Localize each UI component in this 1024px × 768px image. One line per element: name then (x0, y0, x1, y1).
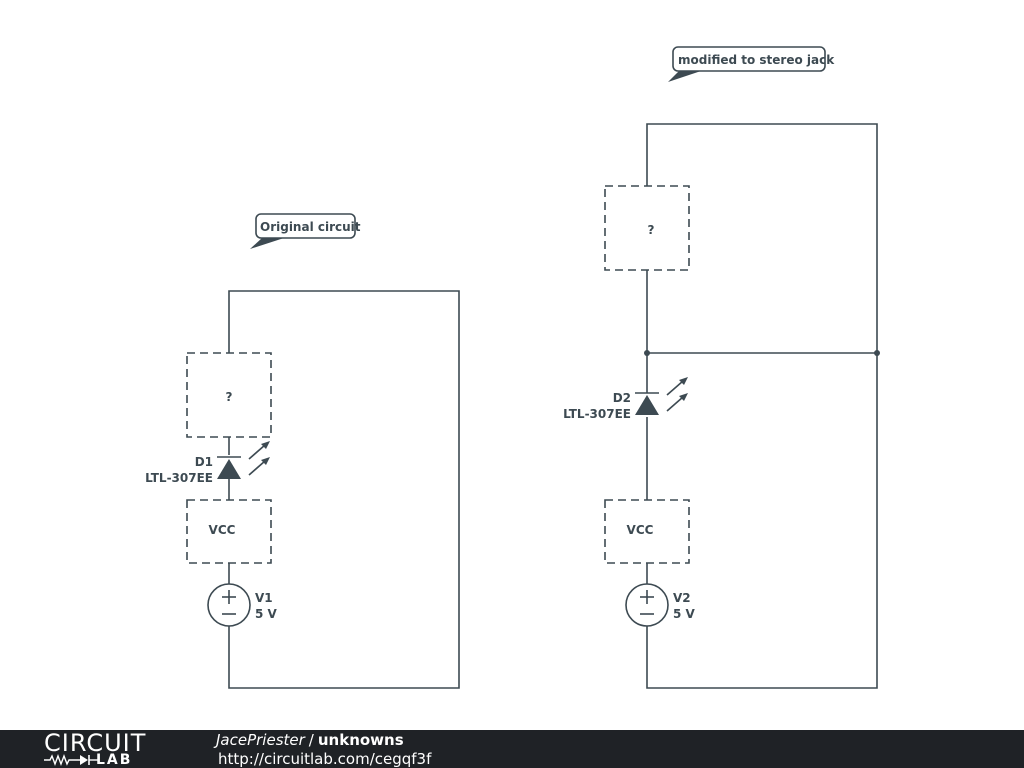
left-led-part: LTL-307EE (145, 471, 213, 485)
right-unknown-block[interactable]: ? (604, 185, 690, 271)
left-vcc-label: VCC (209, 523, 236, 537)
right-led-d2[interactable]: D2 LTL-307EE (563, 377, 688, 421)
right-vcc-block[interactable]: VCC (604, 499, 690, 564)
left-led-triangle (217, 459, 241, 479)
left-led-ref: D1 (195, 455, 213, 469)
right-led-ref: D2 (613, 391, 631, 405)
left-circuit: ? D1 LTL-307EE VCC V1 5 (145, 290, 460, 689)
left-source-ref: V1 (255, 591, 273, 605)
note-modified-text: modified to stereo jack (678, 53, 835, 67)
left-unknown-label: ? (226, 390, 233, 404)
right-junction-right (874, 350, 880, 356)
author-separator: / (308, 731, 314, 749)
right-wire-loop (646, 123, 878, 689)
right-vcc-label: VCC (627, 523, 654, 537)
right-voltage-source-v2[interactable]: V2 5 V (625, 583, 696, 627)
right-source-ref: V2 (673, 591, 691, 605)
left-voltage-source-v1[interactable]: V1 5 V (207, 583, 278, 627)
right-source-value: 5 V (673, 607, 696, 621)
right-circuit: ? D2 LTL-307EE VCC V2 5 (563, 123, 880, 689)
note-original-circuit[interactable]: Original circuit (250, 213, 361, 249)
left-vcc-block[interactable]: VCC (186, 499, 272, 564)
left-wire-loop (228, 290, 460, 689)
logo-lab-text: LAB (96, 752, 133, 768)
circuit-name-link[interactable]: unknowns (317, 731, 404, 749)
right-led-part: LTL-307EE (563, 407, 631, 421)
logo-circuit-text: CIRCUIT (44, 729, 147, 757)
author-link[interactable]: JacePriester (216, 731, 305, 749)
left-led-d1[interactable]: D1 LTL-307EE (145, 441, 270, 485)
left-led-light-arrows-icon (248, 441, 270, 476)
left-source-value: 5 V (255, 607, 278, 621)
footer-bar: CIRCUIT LAB JacePriester/unknowns http:/… (0, 730, 1024, 768)
right-unknown-label: ? (648, 223, 655, 237)
schematic-canvas: Original circuit modified to stereo jack… (145, 46, 880, 689)
author-line: JacePriester/unknowns (216, 731, 404, 749)
note-original-text: Original circuit (260, 220, 361, 234)
note-modified-stereo-jack[interactable]: modified to stereo jack (668, 46, 835, 82)
right-junction-left (644, 350, 650, 356)
logo-resistor-diode-icon (44, 754, 98, 766)
circuit-url-link[interactable]: http://circuitlab.com/cegqf3f (218, 750, 432, 768)
right-led-light-arrows-icon (666, 377, 688, 412)
right-led-triangle (635, 395, 659, 415)
left-unknown-block[interactable]: ? (186, 352, 272, 438)
